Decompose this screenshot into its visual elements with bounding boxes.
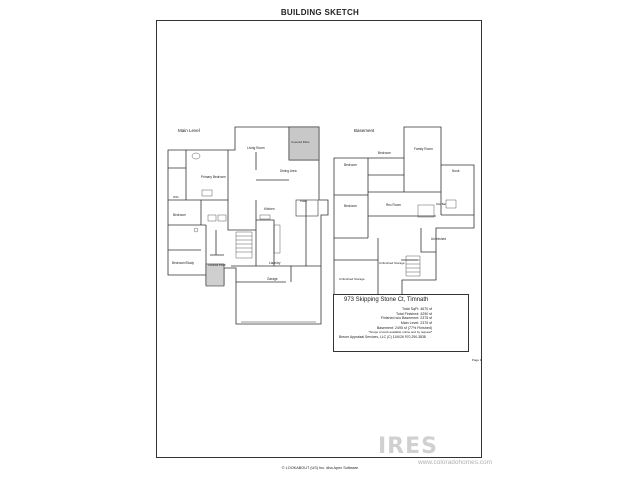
label-bedroom-study: Bedroom/Study: [172, 261, 194, 265]
label-unfinished: Unfinished: [431, 237, 446, 241]
ires-watermark-logo: IRES: [378, 434, 438, 459]
watermark-url: www.coloradohomes.com: [418, 459, 493, 466]
total-sqft: Total SqFt: 4670 sf: [402, 306, 432, 311]
main-stairs: [235, 231, 253, 259]
label-bsmt-bed-3: Bedroom: [344, 204, 357, 208]
label-bsmt-bed-2: Bedroom: [378, 151, 391, 155]
basement-title: Basement: [354, 128, 375, 133]
scope-note: *Scope of work available online and by r…: [368, 329, 432, 334]
label-family-room: Family Room: [414, 147, 433, 151]
sheet-border: [156, 20, 482, 458]
main-fixtures: [191, 152, 281, 254]
address: 973 Skipping Stone Ct, Timnath: [344, 297, 429, 303]
label-nook: Nook: [452, 169, 460, 173]
label-dining: Dining Area: [280, 169, 297, 173]
label-primary-bed: Primary Bedroom: [201, 175, 226, 179]
label-garage: Garage: [267, 277, 278, 281]
label-covered-porch: Covered Porch: [208, 263, 226, 267]
main-level-title: Main Level: [178, 128, 200, 133]
footer-text: © LOOKABOUT (US) Inc. dba Apex Software: [281, 466, 359, 470]
sheet-title: BUILDING SKETCH: [280, 8, 360, 17]
label-rec-room: Rec Room: [386, 203, 401, 207]
label-kitchen: Kitchen: [264, 207, 275, 211]
label-covered-patio: Covered Patio: [291, 140, 310, 144]
page-label: Page 1: [472, 358, 482, 362]
appraiser-credit: Breuer Appraisal Services, LLC (C) 11/6/…: [339, 334, 426, 339]
summary-box: 973 Skipping Stone Ct, Timnath Total SqF…: [333, 294, 469, 352]
label-bedroom: Bedroom: [173, 213, 186, 217]
label-living: Living Room: [247, 146, 265, 150]
label-wet-bar: Wet Bar: [436, 202, 446, 206]
label-wic: WIC: [173, 195, 180, 199]
label-unf-storage-2: Unfinished Storage: [379, 261, 405, 265]
label-unf-storage-1: Unfinished Storage: [339, 277, 365, 281]
main-level-sqft: Main Level: 2375 sf: [400, 321, 432, 326]
finished-wo-basement: Finished w/o Basement: 2375 sf: [380, 316, 432, 321]
basement-sqft: Basement: 2495 sf (77% Finished): [376, 325, 432, 330]
label-laundry: Laundry: [269, 261, 281, 265]
label-bsmt-bed-1: Bedroom: [344, 163, 357, 167]
total-finished: Total Finished: 4290 sf: [396, 311, 432, 316]
label-patio: Patio: [300, 199, 307, 203]
basement-stairs: [405, 255, 421, 277]
floor-plans: Main Level Living Room Covered Patio Pri…: [167, 126, 475, 325]
